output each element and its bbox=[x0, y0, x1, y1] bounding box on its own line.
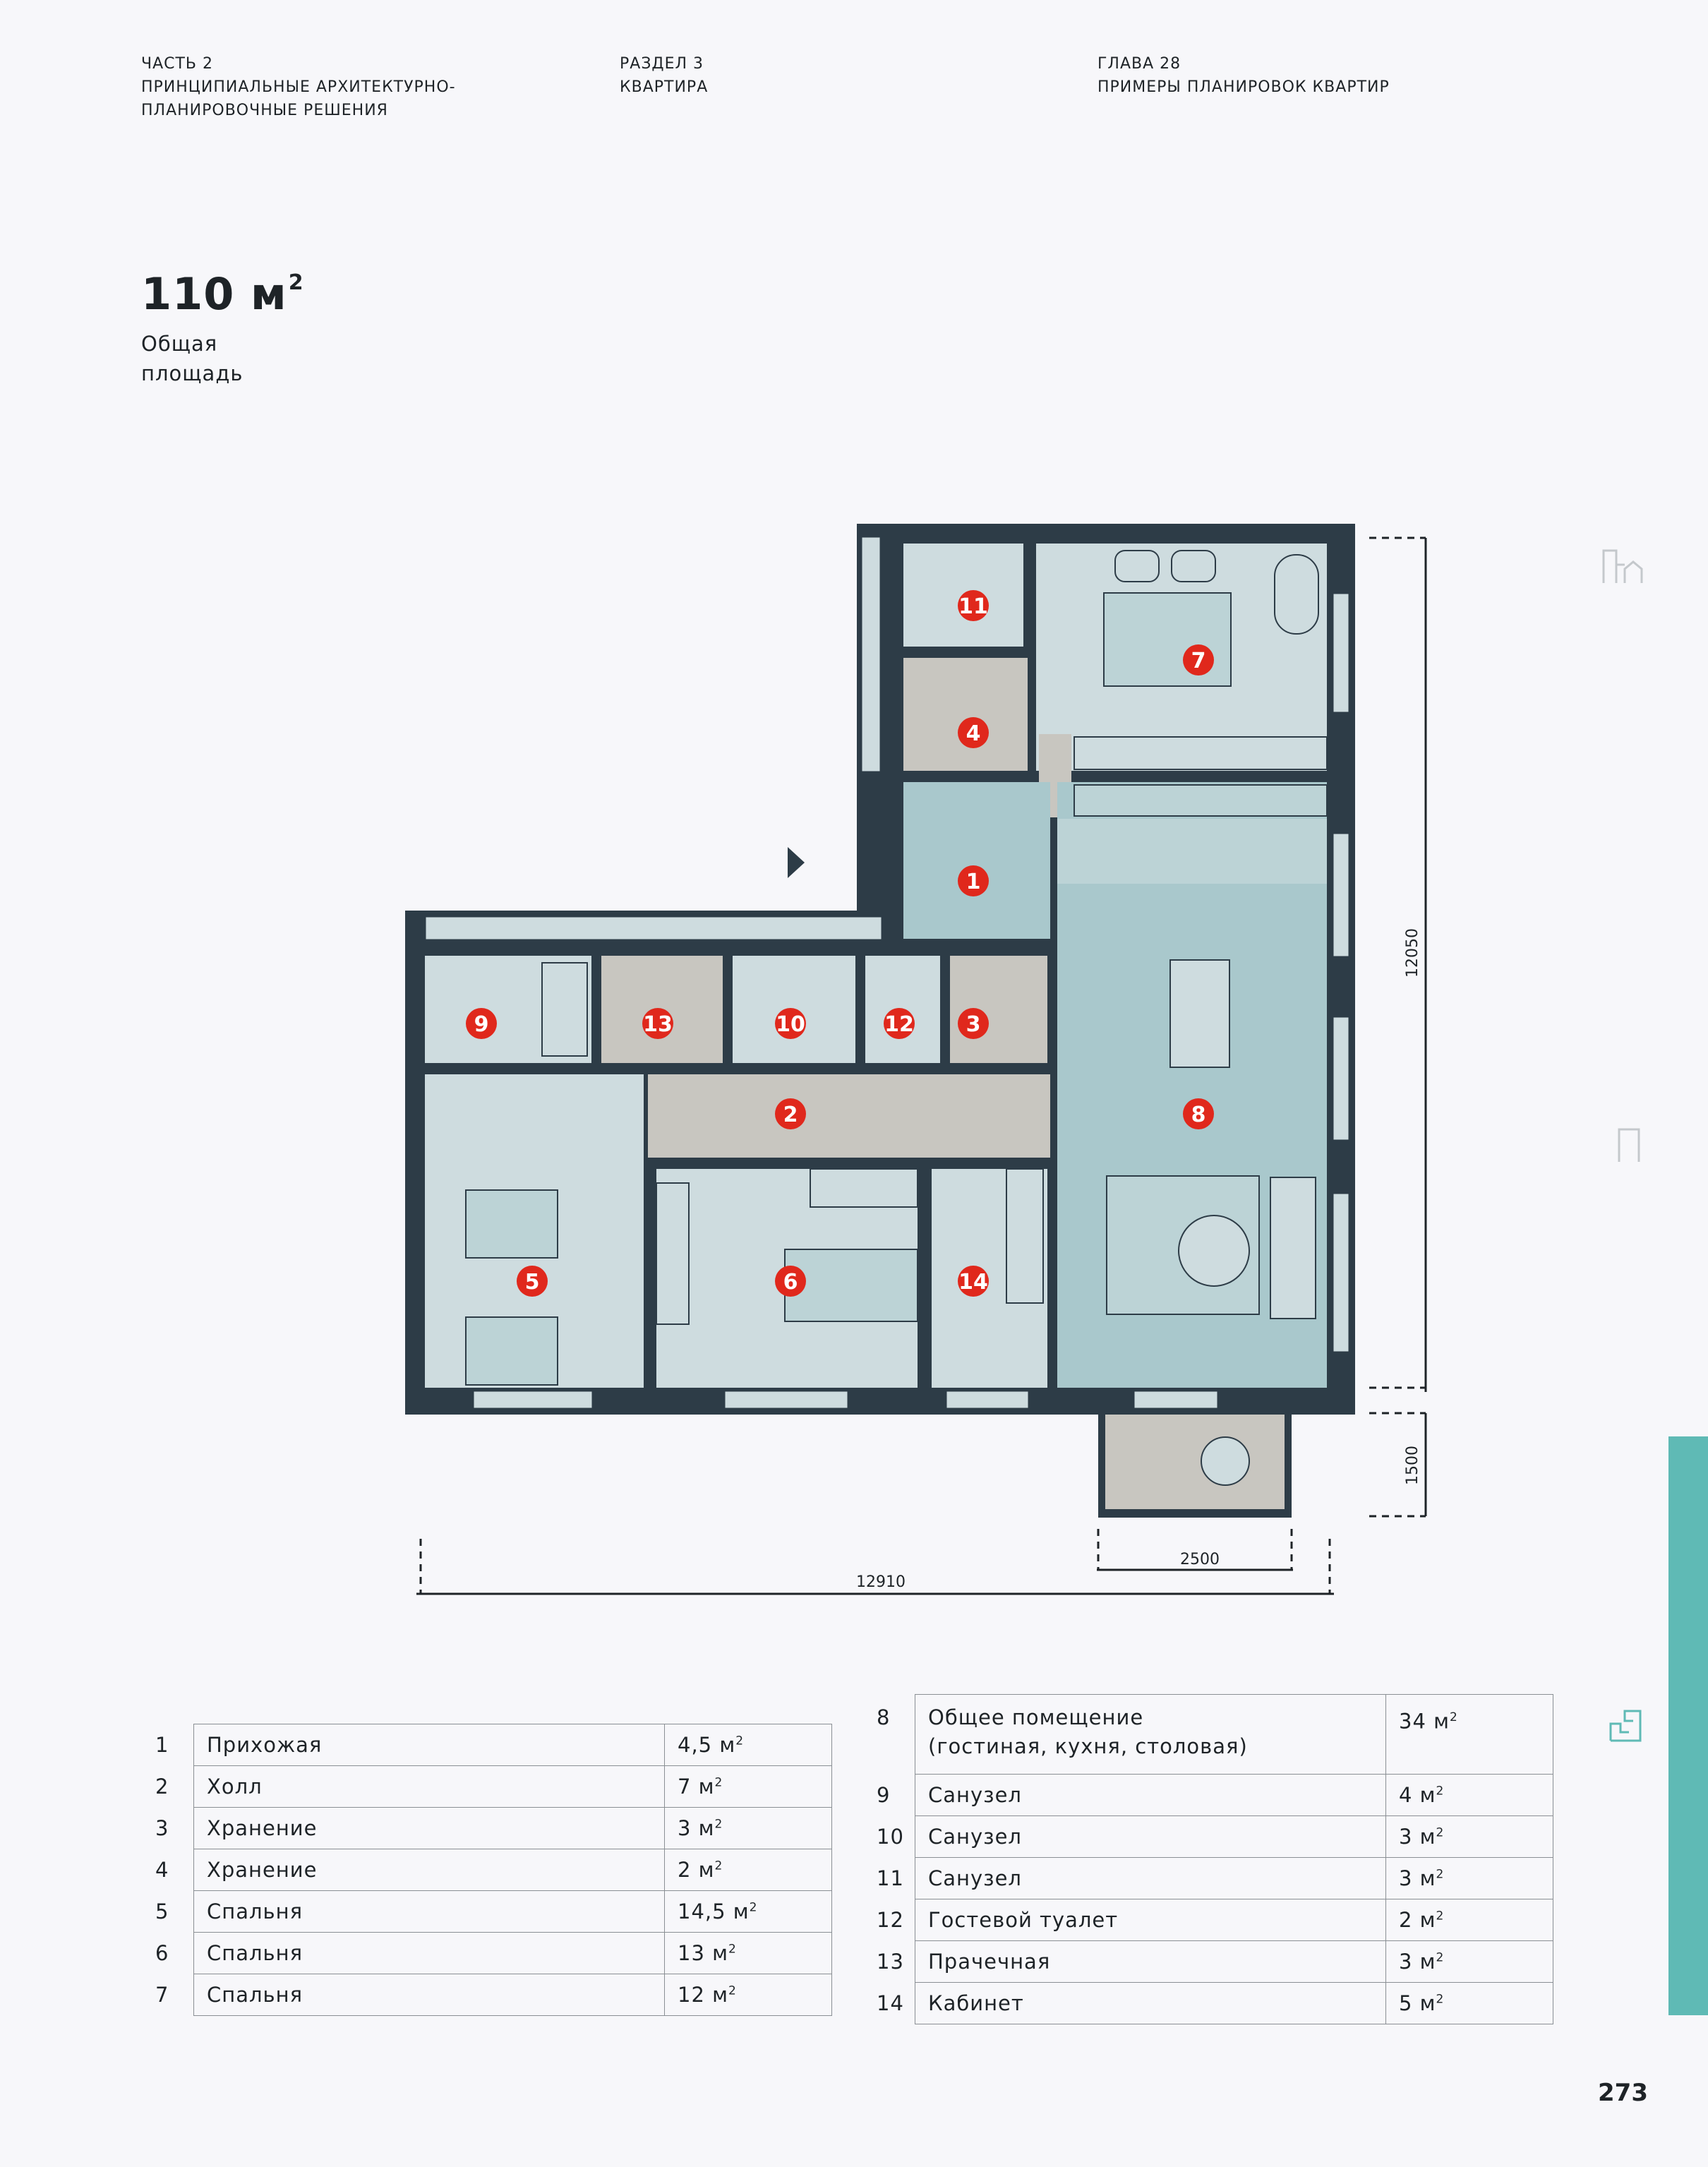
total-area-label: Общая площадь bbox=[141, 332, 243, 385]
plan-windows bbox=[423, 535, 1351, 1410]
door-icon[interactable] bbox=[1616, 1127, 1642, 1163]
dimension-lines bbox=[416, 536, 1427, 1595]
svg-text:5: 5 bbox=[525, 1270, 540, 1295]
room-marker-10: 10 bbox=[775, 1008, 806, 1039]
room-marker-2: 2 bbox=[775, 1098, 806, 1129]
dimension-balcony-width: 2500 bbox=[1180, 1551, 1220, 1568]
svg-text:7: 7 bbox=[1191, 649, 1206, 673]
plan-rooms bbox=[425, 544, 1327, 1388]
header-part: ЧАСТЬ 2 ПРИНЦИПИАЛЬНЫЕ АРХИТЕКТУРНО- ПЛА… bbox=[141, 52, 456, 122]
floor-plan: 1 2 3 4 5 6 7 8 9 10 11 12 13 14 12910 2… bbox=[405, 524, 1427, 1595]
svg-text:10: 10 bbox=[776, 1012, 805, 1037]
svg-text:14: 14 bbox=[958, 1270, 988, 1295]
svg-text:4: 4 bbox=[966, 721, 981, 746]
svg-text:6: 6 bbox=[783, 1270, 798, 1295]
room-marker-1: 1 bbox=[958, 865, 989, 896]
section-title: КВАРТИРА bbox=[620, 78, 709, 96]
room-marker-3: 3 bbox=[958, 1008, 989, 1039]
furniture bbox=[465, 550, 1328, 1386]
room-3-fill bbox=[950, 956, 1047, 1063]
chapter-title: ПРИМЕРЫ ПЛАНИРОВОК КВАРТИР bbox=[1097, 78, 1390, 96]
svg-text:13: 13 bbox=[643, 1012, 673, 1037]
room-marker-5: 5 bbox=[517, 1266, 548, 1297]
room-14-fill bbox=[932, 1169, 1047, 1388]
part-title-line1: ПРИНЦИПИАЛЬНЫЕ АРХИТЕКТУРНО- bbox=[141, 78, 456, 96]
part-title-line2: ПЛАНИРОВОЧНЫЕ РЕШЕНИЯ bbox=[141, 102, 388, 119]
room-marker-4: 4 bbox=[958, 717, 989, 748]
room-markers: 1 2 3 4 5 6 7 8 9 10 11 12 13 14 bbox=[466, 590, 1214, 1297]
section-label: РАЗДЕЛ 3 bbox=[620, 55, 704, 73]
section-tab bbox=[1668, 1436, 1708, 2015]
room-marker-9: 9 bbox=[466, 1008, 497, 1039]
svg-text:9: 9 bbox=[474, 1012, 489, 1037]
dimension-height-total: 12050 bbox=[1404, 928, 1421, 978]
svg-text:3: 3 bbox=[966, 1012, 981, 1037]
chapter-label: ГЛАВА 28 bbox=[1097, 55, 1181, 73]
page-number: 273 bbox=[1598, 2079, 1648, 2107]
room-marker-12: 12 bbox=[884, 1008, 915, 1039]
dimension-balcony-depth: 1500 bbox=[1404, 1446, 1421, 1485]
balcony bbox=[1098, 1415, 1292, 1518]
room-marker-14: 14 bbox=[958, 1266, 989, 1297]
room-1-fill bbox=[903, 782, 1050, 939]
floor-plan-icon[interactable] bbox=[1608, 1708, 1643, 1743]
room-marker-13: 13 bbox=[642, 1008, 673, 1039]
room-2-fill bbox=[648, 1074, 1050, 1158]
header-section: РАЗДЕЛ 3 КВАРТИРА bbox=[620, 52, 708, 99]
building-plan-icon[interactable] bbox=[1601, 548, 1646, 584]
room-marker-6: 6 bbox=[775, 1266, 806, 1297]
svg-text:8: 8 bbox=[1191, 1103, 1206, 1127]
svg-text:1: 1 bbox=[966, 870, 981, 894]
part-label: ЧАСТЬ 2 bbox=[141, 55, 214, 73]
total-area-value: 110 м2 bbox=[141, 268, 304, 320]
room-marker-7: 7 bbox=[1183, 644, 1214, 676]
svg-text:12: 12 bbox=[884, 1012, 914, 1037]
room-4-fill bbox=[903, 658, 1028, 771]
entrance-arrow-icon bbox=[788, 847, 805, 878]
svg-text:2: 2 bbox=[783, 1103, 798, 1127]
svg-text:11: 11 bbox=[958, 594, 988, 619]
dimension-width-total: 12910 bbox=[856, 1573, 906, 1591]
room-marker-11: 11 bbox=[958, 590, 989, 621]
header-chapter: ГЛАВА 28 ПРИМЕРЫ ПЛАНИРОВОК КВАРТИР bbox=[1097, 52, 1390, 99]
room-marker-8: 8 bbox=[1183, 1098, 1214, 1129]
